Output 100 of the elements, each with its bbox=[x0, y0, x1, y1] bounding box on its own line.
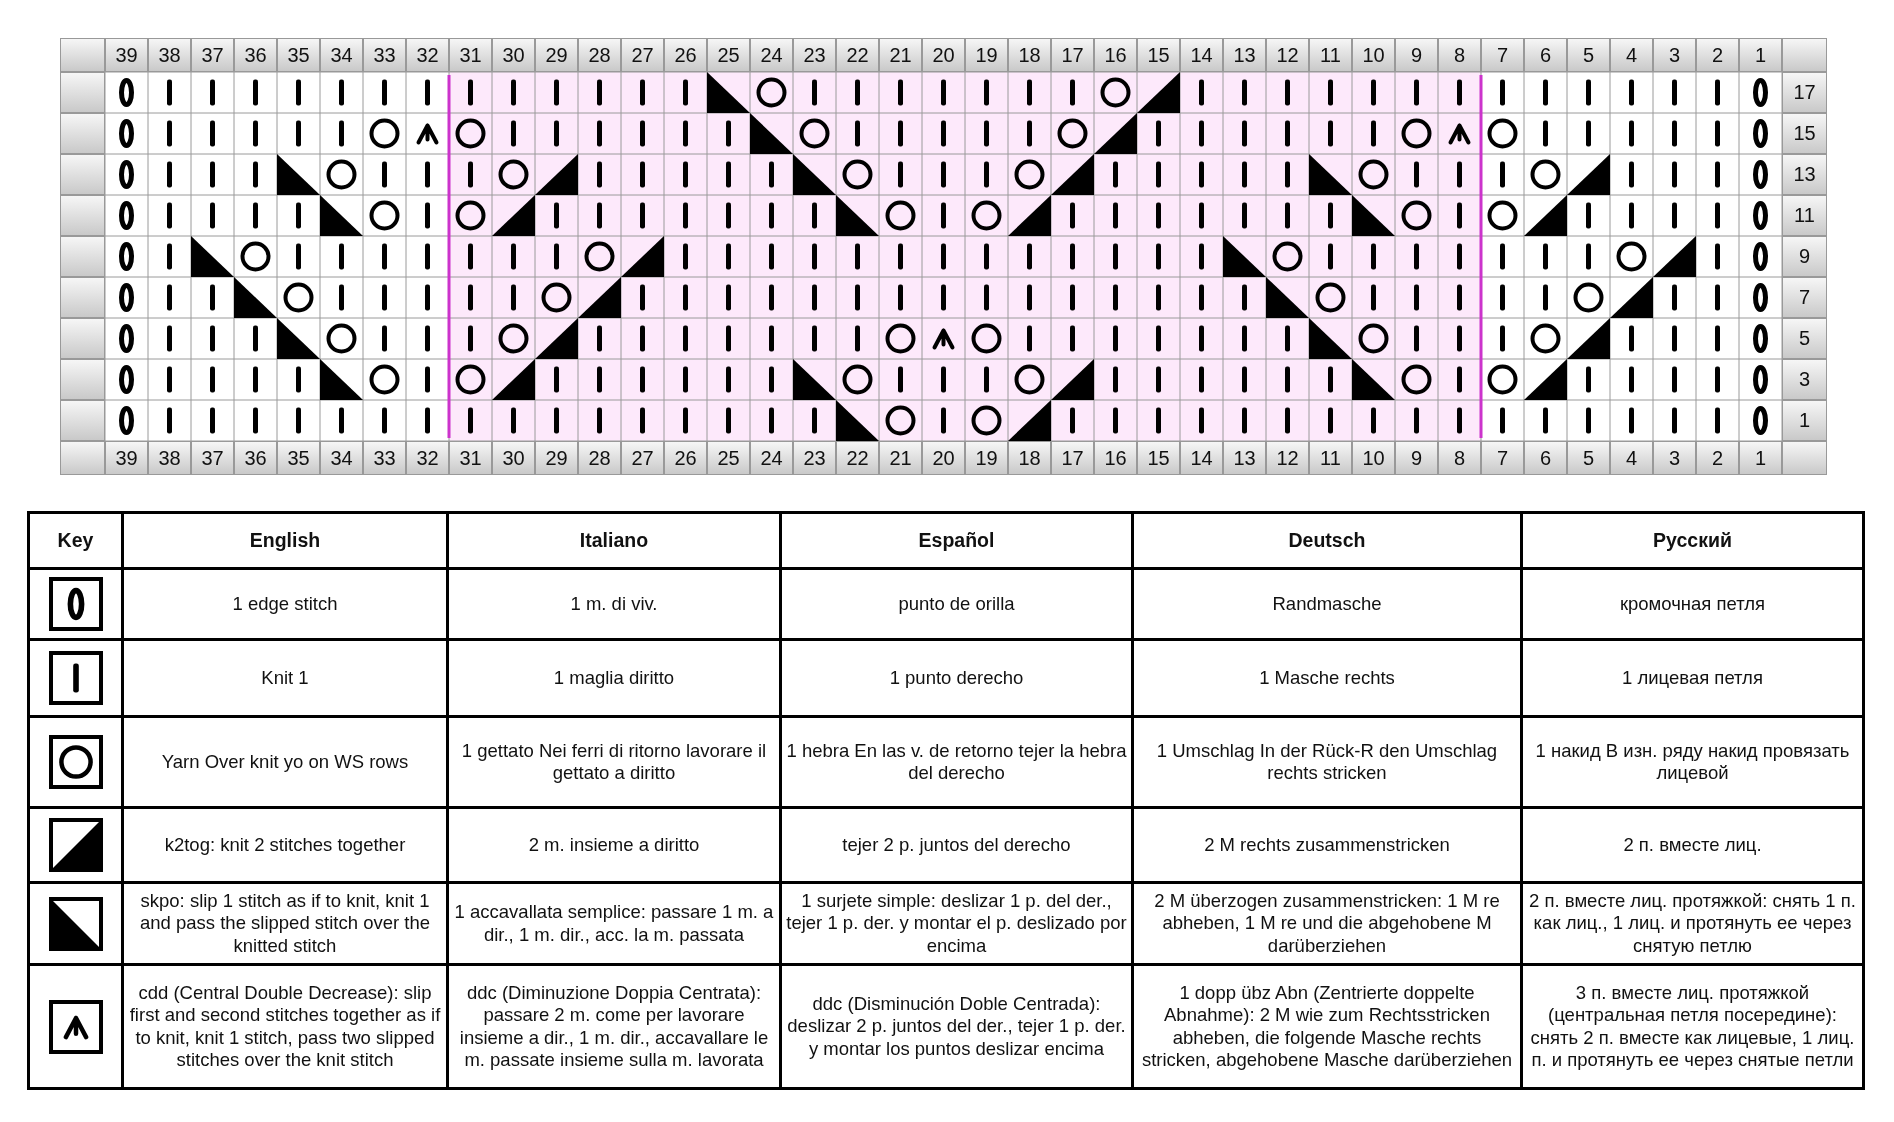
column-number: 25 bbox=[707, 441, 750, 475]
column-number: 39 bbox=[105, 38, 148, 72]
column-number: 30 bbox=[492, 38, 535, 72]
column-number: 12 bbox=[1266, 441, 1309, 475]
row-number: 15 bbox=[1782, 113, 1827, 154]
column-number: 17 bbox=[1051, 38, 1094, 72]
table-cell: 2 m. insieme a diritto bbox=[447, 807, 781, 883]
table-cell: 1 hebra En las v. de retorno tejer la hebra del derecho bbox=[780, 716, 1133, 808]
column-number: 23 bbox=[793, 441, 836, 475]
table-header-cell: Key bbox=[28, 512, 123, 569]
table-cell: 1 accavallata semplice: passare 1 m. a dir., 1 m. dir., acc. la m. passata bbox=[447, 882, 781, 965]
column-number: 24 bbox=[750, 441, 793, 475]
column-number: 4 bbox=[1610, 38, 1653, 72]
column-number: 29 bbox=[535, 441, 578, 475]
row-number: 3 bbox=[1782, 359, 1827, 400]
column-number: 8 bbox=[1438, 441, 1481, 475]
column-number: 22 bbox=[836, 441, 879, 475]
column-number: 7 bbox=[1481, 38, 1524, 72]
table-cell: 1 накид В изн. ряду накид провязать лицевой bbox=[1521, 716, 1864, 808]
table-cell: 1 edge stitch bbox=[122, 568, 448, 640]
column-number: 16 bbox=[1094, 441, 1137, 475]
column-number: 30 bbox=[492, 441, 535, 475]
table-cell: 1 лицевая петля bbox=[1521, 639, 1864, 717]
table-cell: 1 dopp übz Abn (Zentrierte doppelte Abnahme): 2 M wie zum Rechtsstricken abheben, die folgende Masche rechts stricken, abgehobene Masche darüberziehen bbox=[1132, 964, 1522, 1089]
row-number: 1 bbox=[1782, 400, 1827, 441]
column-number: 32 bbox=[406, 441, 449, 475]
column-number: 12 bbox=[1266, 38, 1309, 72]
column-number: 26 bbox=[664, 38, 707, 72]
column-number: 1 bbox=[1739, 441, 1782, 475]
column-number: 32 bbox=[406, 38, 449, 72]
table-cell: 2 п. вместе лиц. bbox=[1521, 807, 1864, 883]
column-number: 5 bbox=[1567, 38, 1610, 72]
table-header-cell: Deutsch bbox=[1132, 512, 1522, 569]
column-number: 18 bbox=[1008, 38, 1051, 72]
table-header-cell: Italiano bbox=[447, 512, 781, 569]
column-number: 21 bbox=[879, 441, 922, 475]
table-header-cell: Русский bbox=[1521, 512, 1864, 569]
column-number: 33 bbox=[363, 38, 406, 72]
row-number: 7 bbox=[1782, 277, 1827, 318]
column-number: 5 bbox=[1567, 441, 1610, 475]
column-number: 10 bbox=[1352, 38, 1395, 72]
table-cell: 3 п. вместе лиц. протяжкой (центральная петля посередине): снять 2 п. вместе как лицевые, 1 лиц. п. и протянуть ее через снятые петли bbox=[1521, 964, 1864, 1089]
table-cell: skpo: slip 1 stitch as if to knit, knit 1 and pass the slipped stitch over the knitted stitch bbox=[122, 882, 448, 965]
column-number: 31 bbox=[449, 38, 492, 72]
table-cell: 1 Masche rechts bbox=[1132, 639, 1522, 717]
column-number: 17 bbox=[1051, 441, 1094, 475]
table-cell: cdd (Central Double Decrease): slip first and second stitches together as if to knit, knit 1 stitch, pass two slipped stitches over the knit stitch bbox=[122, 964, 448, 1089]
column-number: 27 bbox=[621, 441, 664, 475]
column-number: 18 bbox=[1008, 441, 1051, 475]
column-number: 7 bbox=[1481, 441, 1524, 475]
column-number: 36 bbox=[234, 441, 277, 475]
column-number: 37 bbox=[191, 441, 234, 475]
column-number: 9 bbox=[1395, 38, 1438, 72]
column-number: 23 bbox=[793, 38, 836, 72]
table-cell: tejer 2 p. juntos del derecho bbox=[780, 807, 1133, 883]
column-number: 25 bbox=[707, 38, 750, 72]
column-number: 9 bbox=[1395, 441, 1438, 475]
column-number: 35 bbox=[277, 38, 320, 72]
column-number: 14 bbox=[1180, 38, 1223, 72]
table-cell: 1 m. di viv. bbox=[447, 568, 781, 640]
column-number: 19 bbox=[965, 441, 1008, 475]
column-number: 31 bbox=[449, 441, 492, 475]
table-cell: кромочная петля bbox=[1521, 568, 1864, 640]
column-number: 28 bbox=[578, 38, 621, 72]
table-cell: 2 M überzogen zusammenstricken: 1 M re abheben, 1 M re und die abgehobene M darüberziehen bbox=[1132, 882, 1522, 965]
column-number: 28 bbox=[578, 441, 621, 475]
column-number: 33 bbox=[363, 441, 406, 475]
column-number: 8 bbox=[1438, 38, 1481, 72]
column-number: 26 bbox=[664, 441, 707, 475]
column-number: 36 bbox=[234, 38, 277, 72]
table-cell: Yarn Over knit yo on WS rows bbox=[122, 716, 448, 808]
table-cell: 1 gettato Nei ferri di ritorno lavorare il gettato a diritto bbox=[447, 716, 781, 808]
row-number: 5 bbox=[1782, 318, 1827, 359]
column-number: 15 bbox=[1137, 441, 1180, 475]
column-number: 6 bbox=[1524, 38, 1567, 72]
table-cell: Randmasche bbox=[1132, 568, 1522, 640]
table-cell: punto de orilla bbox=[780, 568, 1133, 640]
column-number: 3 bbox=[1653, 441, 1696, 475]
table-cell: ddc (Diminuzione Doppia Centrata): passare 2 m. come per lavorare insieme a dir., 1 m. dir., accavallare le m. passate insieme sulla m. lavorata bbox=[447, 964, 781, 1089]
column-number: 20 bbox=[922, 38, 965, 72]
table-cell: 1 Umschlag In der Rück-R den Umschlag rechts stricken bbox=[1132, 716, 1522, 808]
column-number: 37 bbox=[191, 38, 234, 72]
row-number: 9 bbox=[1782, 236, 1827, 277]
column-number: 34 bbox=[320, 441, 363, 475]
column-number: 2 bbox=[1696, 441, 1739, 475]
column-number: 19 bbox=[965, 38, 1008, 72]
row-number: 13 bbox=[1782, 154, 1827, 195]
column-number: 39 bbox=[105, 441, 148, 475]
table-cell: k2tog: knit 2 stitches together bbox=[122, 807, 448, 883]
column-number: 35 bbox=[277, 441, 320, 475]
column-number: 29 bbox=[535, 38, 578, 72]
row-number: 17 bbox=[1782, 72, 1827, 113]
column-number: 14 bbox=[1180, 441, 1223, 475]
column-number: 34 bbox=[320, 38, 363, 72]
column-number: 16 bbox=[1094, 38, 1137, 72]
column-number: 1 bbox=[1739, 38, 1782, 72]
column-number: 27 bbox=[621, 38, 664, 72]
column-number: 22 bbox=[836, 38, 879, 72]
table-cell: ddc (Disminución Doble Centrada): deslizar 2 p. juntos del der., tejer 1 p. der. y montar los puntos deslizar encima bbox=[780, 964, 1133, 1089]
column-number: 38 bbox=[148, 441, 191, 475]
